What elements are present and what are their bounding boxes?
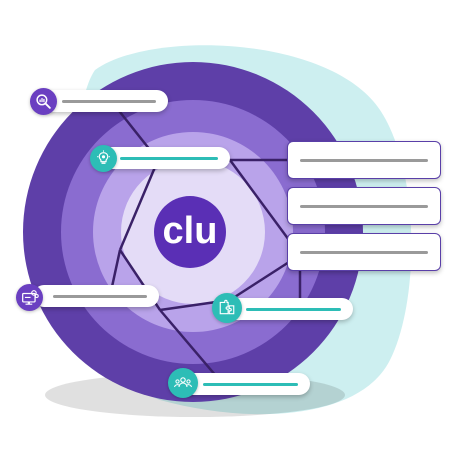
monitor-card-line [53, 295, 147, 298]
analytics-card [40, 90, 168, 112]
analytics-card-line [62, 100, 156, 103]
info-panel-3 [287, 233, 441, 271]
idea-card [100, 147, 230, 169]
info-panel-3-line [300, 251, 428, 254]
puzzle-card [226, 298, 353, 320]
team-card [183, 373, 310, 395]
info-panel-2 [287, 187, 441, 225]
monitor-gears-icon [16, 284, 43, 311]
team-card-line [203, 383, 298, 386]
analytics-magnifier-icon [30, 88, 57, 115]
puzzle-card-line [246, 308, 341, 311]
lightbulb-gear-icon [90, 145, 117, 172]
puzzle-pieces-icon [212, 293, 242, 323]
team-people-icon [168, 368, 198, 398]
info-panel-1 [287, 141, 441, 179]
info-panel-2-line [300, 205, 428, 208]
logo-circle [154, 196, 226, 268]
monitor-card [33, 285, 159, 307]
idea-card-line [120, 157, 218, 160]
info-panel-1-line [300, 159, 428, 162]
